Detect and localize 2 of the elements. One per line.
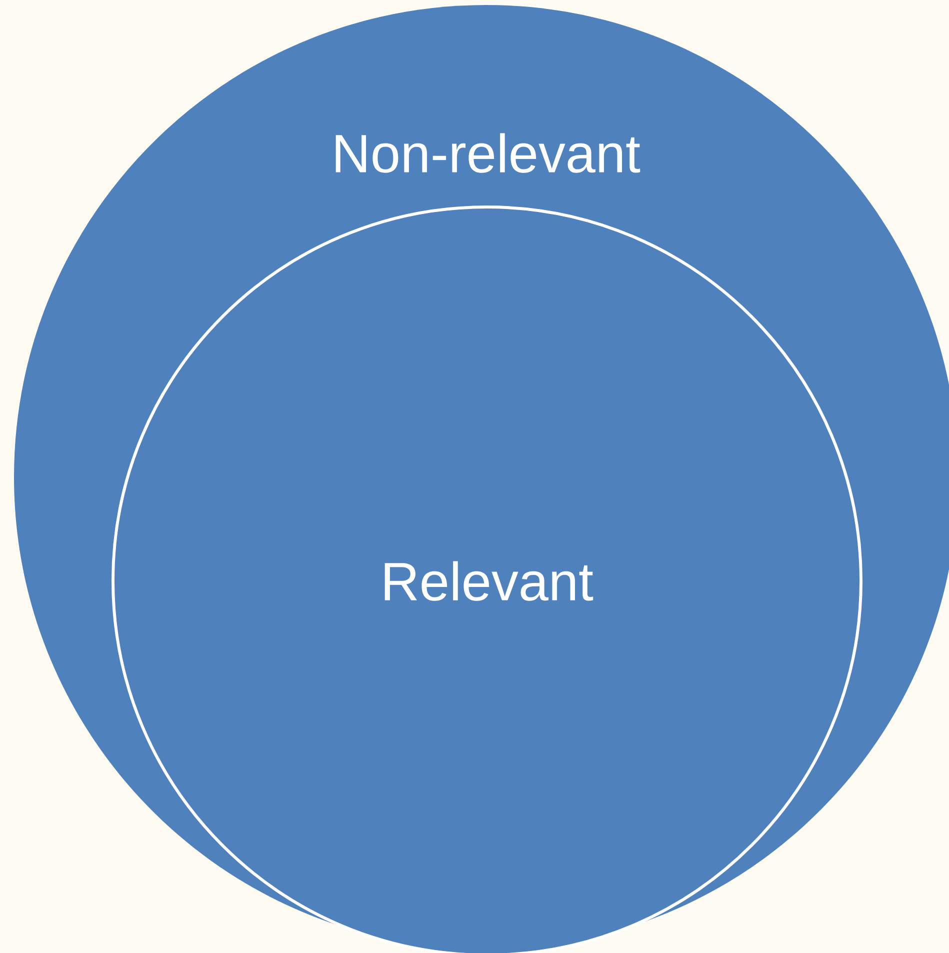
- circle-label: Non-relevant: [336, 133, 640, 173]
- circle-label: Relevant: [384, 561, 594, 601]
